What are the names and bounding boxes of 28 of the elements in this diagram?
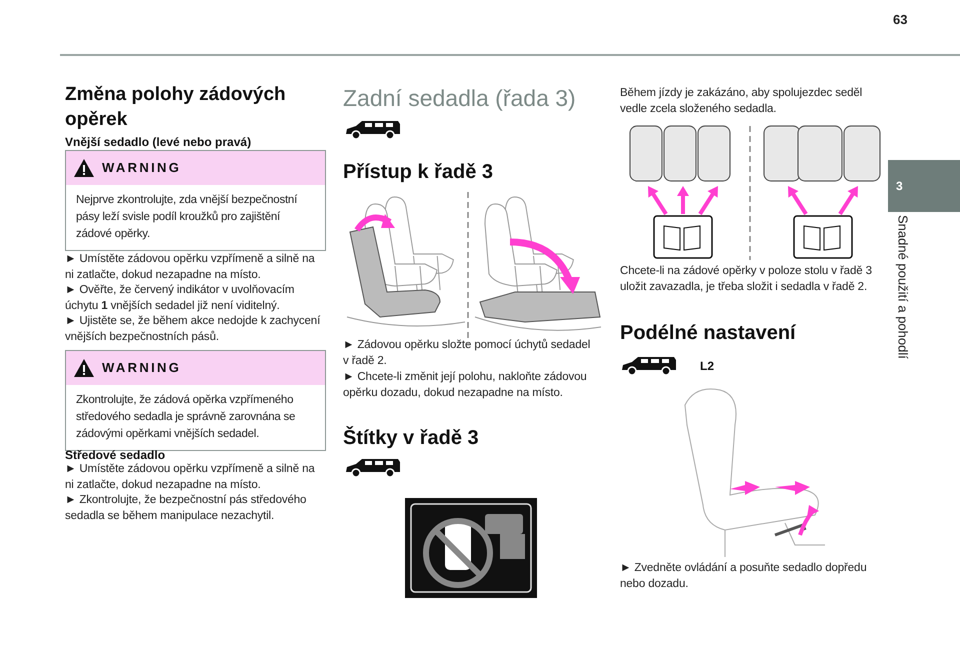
warning-label: WARNING [102, 159, 182, 178]
model-code: L2 [700, 358, 714, 375]
subheading: Vnější sedadlo (levé nebo pravá) [65, 134, 252, 151]
warning-text: Nejprve zkontrolujte, zda vnější bezpečnostní pásy leží svisle podíl kroužků pro zajištění zádové opěrky. [75, 193, 298, 242]
instruction-text: ► Zkontrolujte, že bezpečnostní pás středového sedadla se během manipulace nezachytil. [65, 493, 308, 524]
instruction-text: ► Ověřte, že červený indikátor v uvolňovacím úchytu 1 vnějších sedadel již není viditelný. [65, 283, 296, 314]
subheading: Přístup k řadě 3 [343, 160, 494, 185]
subheading: Středové sedadlo [65, 447, 166, 464]
instruction-text: ► Zvedněte ovládání a posuňte sedadlo dopředu nebo dozadu. [620, 561, 868, 592]
section-heading: Změna polohy zádových opěrek [65, 83, 287, 132]
warning-box [65, 150, 326, 251]
chapter-title: Snadné použití a pohodlí [894, 215, 912, 359]
subheading: Podélné nastavení [620, 321, 796, 346]
page-number: 63 [893, 11, 908, 29]
warning-label: WARNING [102, 359, 182, 378]
chapter-tab [888, 160, 960, 212]
instruction-text: ► Chcete-li změnit její polohu, nakloňte zádovou opěrku dozadu, dokud nezapadne na místo. [343, 370, 588, 400]
chapter-number: 3 [896, 178, 903, 195]
instruction-text: ► Umístěte zádovou opěrku vzpřímeně a silně na ni zatlačte, dokud nezapadne na místo. [65, 252, 316, 282]
section-heading: Zadní sedadla (řada 3) [343, 84, 576, 112]
subheading: Štítky v řadě 3 [343, 425, 479, 451]
paragraph-text: Chcete-li na zádové opěrky v poloze stolu v řadě 3 uložit zavazadla, je třeba složit i sedadla v řadě 2. [620, 264, 873, 294]
instruction-text: ► Umístěte zádovou opěrku vzpřímeně a silně na ni zatlačte, dokud nezapadne na místo. [65, 462, 316, 492]
instruction-text: ► Zádovou opěrku složte pomocí úchytů sedadel v řadě 2. [343, 338, 592, 368]
instruction-text: ► Ujistěte se, že během akce nedojde k zachycení vnějších bezpečnostních pásů. [65, 314, 321, 344]
warning-text: Zkontrolujte, že zádová opěrka vzpřímeného středového sedadla je správně zarovnána se zádovými opěrkami vnějších sedadel. [75, 393, 296, 442]
warning-box [65, 350, 326, 451]
paragraph-text: Během jízdy je zakázáno, aby spolujezdec seděl vedle zcela složeného sedadla. [620, 86, 864, 116]
